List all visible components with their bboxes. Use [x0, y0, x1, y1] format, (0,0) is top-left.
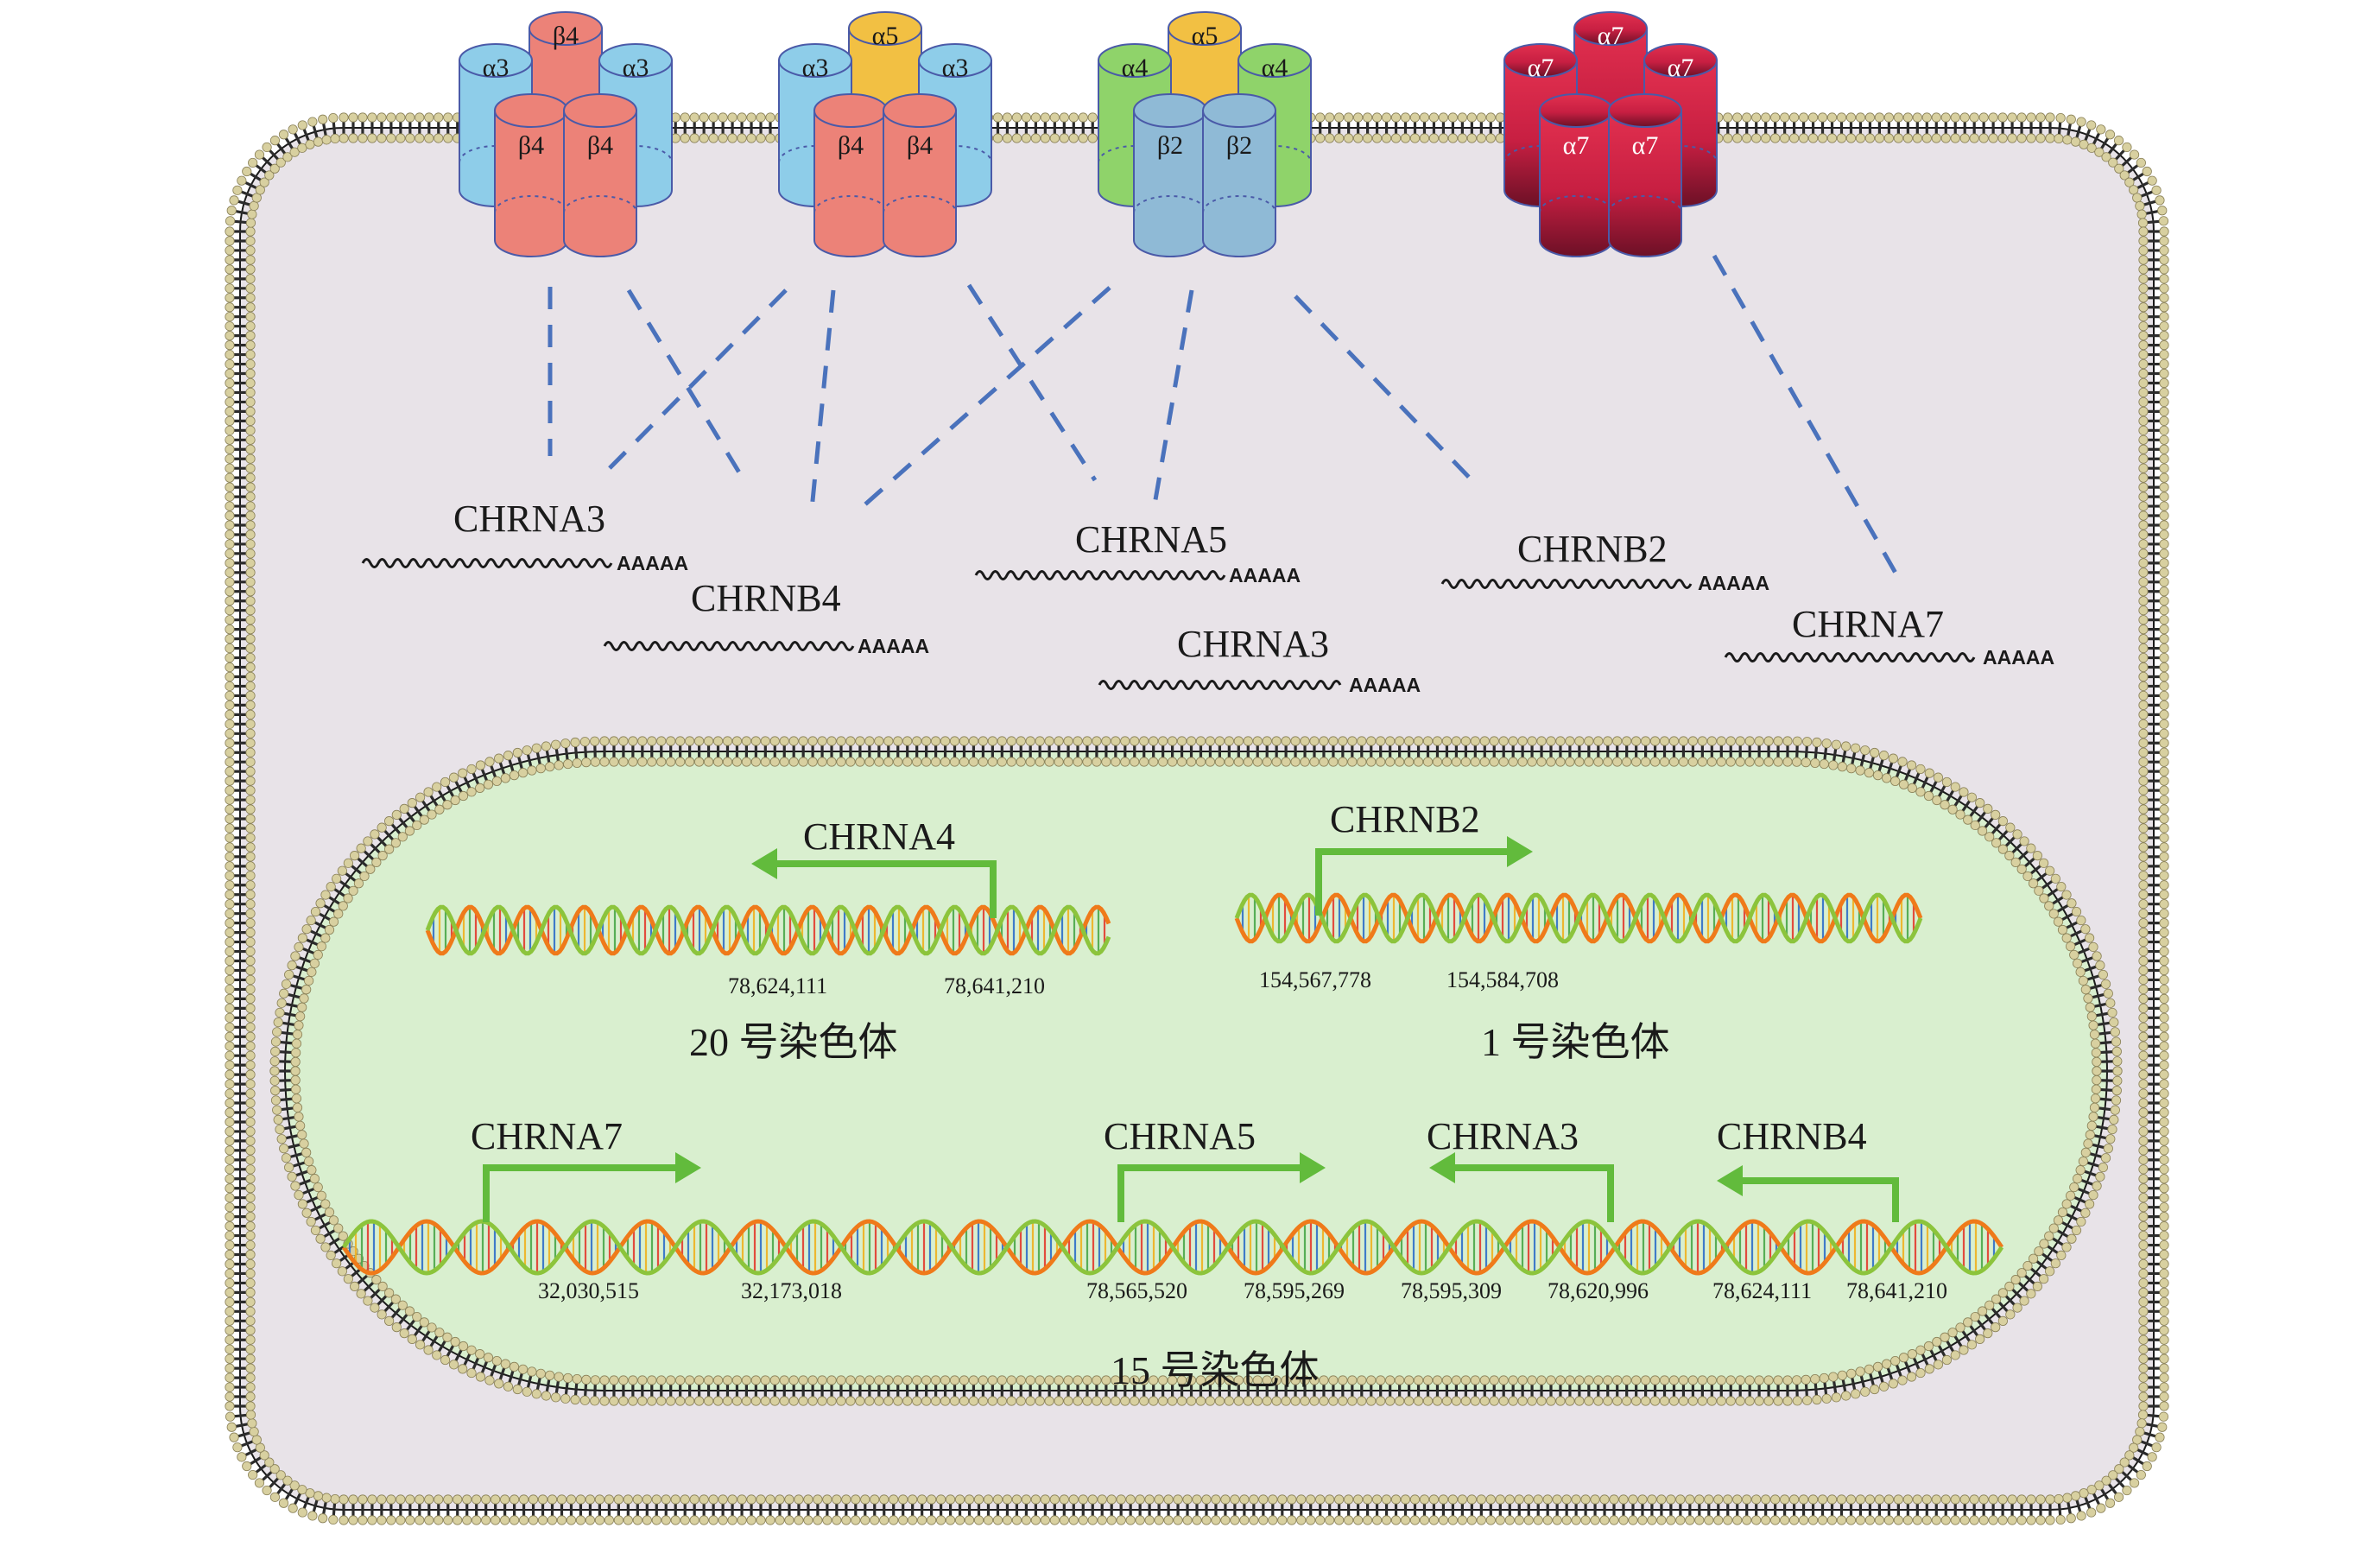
gene-arrow-chrnb2 [1315, 836, 1533, 916]
receptor-4-subunit-1-label: α7 [1598, 22, 1624, 50]
coord-chrna3-start: 78,595,309 [1401, 1278, 1502, 1303]
mrna-chrnb2-label: CHRNB2 [1517, 528, 1668, 570]
gene-arrow-chrnb4 [1717, 1165, 1899, 1222]
gene-label-chrna5: CHRNA5 [1104, 1115, 1256, 1157]
receptor-4-subunit-5-label: α7 [1632, 131, 1659, 160]
receptor-2-subunit-2-label: α3 [802, 54, 829, 82]
gene-label-chrnb4: CHRNB4 [1717, 1115, 1867, 1157]
mrna-chrnb4-strand [603, 641, 855, 651]
receptor-3-subunit-5: β2 [1202, 93, 1276, 257]
mrna-chrna3-b-strand [1098, 680, 1342, 690]
mrna-chrna3-a: CHRNA3 AAAAA [361, 498, 688, 574]
receptor-3-subunit-4-label: β2 [1157, 131, 1183, 160]
mrna-chrnb4: CHRNB4 AAAAA [603, 577, 929, 657]
coord-chrna3-end: 78,620,996 [1548, 1278, 1649, 1303]
coord-chrna4-end: 78,641,210 [944, 973, 1045, 998]
receptor-4-subunit-2-label: α7 [1528, 54, 1554, 82]
receptor-4: α7 α7 α7 α7 α7 [1503, 11, 1718, 257]
mrna-chrna3-b-label: CHRNA3 [1177, 623, 1329, 665]
receptor-2-subunit-4-label: β4 [838, 131, 864, 160]
gene-arrow-chrna4 [751, 848, 997, 918]
receptor-3-subunit-4: β2 [1133, 93, 1207, 257]
mrna-chrna5-label: CHRNA5 [1075, 518, 1227, 561]
receptor-4-subunit-3-label: α7 [1668, 54, 1694, 82]
coord-chrna7-end: 32,173,018 [741, 1278, 842, 1303]
mrna-chrna7-label: CHRNA7 [1792, 603, 1944, 645]
coord-chrnb4-end: 78,641,210 [1846, 1278, 1947, 1303]
chromosome-1-label: 1 号染色体 [1481, 1020, 1670, 1064]
receptor-4-subunit-4-label: α7 [1563, 131, 1590, 160]
mrna-chrna3-b-polya: AAAAA [1349, 674, 1421, 696]
receptor-2-subunit-4: β4 [813, 93, 888, 257]
receptor-2-subunit-3-label: α3 [942, 54, 969, 82]
gene-arrow-chrna5 [1117, 1152, 1326, 1222]
gene-arrow-chrna7 [483, 1152, 701, 1222]
receptor-2-subunit-1-label: α5 [872, 22, 899, 50]
dna-chromosome-1 [1234, 892, 1923, 944]
coord-chrnb4-start: 78,624,111 [1712, 1278, 1812, 1303]
receptor-2: α5 α3 α3 β4 β4 [778, 11, 992, 257]
mrna-chrna5-strand [974, 570, 1226, 580]
mrna-chrna5: CHRNA5 AAAAA [974, 518, 1301, 586]
receptor-1-subunit-2-label: α3 [483, 54, 510, 82]
gene-labels: CHRNA4 CHRNB2 CHRNA7 CHRNA5 CHRNA3 CHRNB… [471, 798, 1867, 1157]
coord-chrna5-start: 78,565,520 [1086, 1278, 1187, 1303]
mrna-chrna7: CHRNA7 AAAAA [1724, 603, 2054, 669]
mrna-chrna7-strand [1724, 652, 1976, 662]
receptor-1-subunit-4-label: β4 [518, 131, 544, 160]
receptor-1-subunit-3-label: α3 [623, 54, 649, 82]
receptor-4-subunit-5: α7 [1608, 93, 1682, 257]
mrna-group: CHRNA3 AAAAA CHRNB4 AAAAA CHRNA5 AAAAA C… [361, 498, 2054, 696]
gene-coordinates: 78,624,111 78,641,210 154,567,778 154,58… [538, 967, 1947, 1303]
receptor-1-subunit-5-label: β4 [587, 131, 613, 160]
nuclear-membrane-lipids [269, 736, 2123, 1406]
coord-chrna7-start: 32,030,515 [538, 1278, 639, 1303]
gene-label-chrna7: CHRNA7 [471, 1115, 623, 1157]
receptor-1: β4 α3 α3 β4 β4 [459, 11, 673, 257]
gene-arrows [483, 836, 1899, 1222]
mrna-chrna5-polya: AAAAA [1229, 564, 1301, 586]
coord-chrnb2-start: 154,567,778 [1259, 967, 1371, 992]
receptor-4-subunit-4: α7 [1539, 93, 1613, 257]
receptor-1-subunit-5: β4 [563, 93, 637, 257]
dna-chromosome-15 [341, 1219, 2004, 1276]
receptors-group: β4 α3 α3 β4 β4 α5 α3 α3 β4 β4 α5 α4 α4 β2 β2 α7 α7 α7 α7 α7 [459, 11, 1718, 257]
mrna-chrna3-a-polya: AAAAA [617, 552, 688, 574]
mrna-chrnb2: CHRNB2 AAAAA [1440, 528, 1769, 594]
mrna-chrnb4-label: CHRNB4 [691, 577, 841, 619]
mrna-chrna3-a-strand [361, 558, 613, 568]
receptor-mrna-links [548, 254, 1902, 582]
receptor-3-subunit-5-label: β2 [1226, 131, 1252, 160]
mrna-chrna3-b: CHRNA3 AAAAA [1098, 623, 1421, 696]
receptor-3: α5 α4 α4 β2 β2 [1098, 11, 1312, 257]
receptor-3-subunit-2-label: α4 [1122, 54, 1149, 82]
chromosome-labels: 20 号染色体 1 号染色体 15 号染色体 [689, 1020, 1670, 1392]
chromosome-20-label: 20 号染色体 [689, 1020, 898, 1064]
coord-chrna4-start: 78,624,111 [728, 973, 827, 998]
chromosome-15-label: 15 号染色体 [1111, 1348, 1320, 1392]
receptor-1-subunit-4: β4 [494, 93, 568, 257]
dna-chromosome-20 [425, 904, 1111, 956]
receptor-1-subunit-1-label: β4 [553, 22, 579, 50]
receptor-3-subunit-3-label: α4 [1262, 54, 1288, 82]
mrna-chrnb2-strand [1440, 579, 1693, 589]
mrna-chrnb4-polya: AAAAA [858, 635, 929, 657]
gene-label-chrna3: CHRNA3 [1427, 1115, 1579, 1157]
receptor-2-subunit-5: β4 [883, 93, 957, 257]
receptor-3-subunit-1-label: α5 [1192, 22, 1218, 50]
gene-label-chrna4: CHRNA4 [803, 815, 955, 858]
coord-chrnb2-end: 154,584,708 [1446, 967, 1559, 992]
coord-chrna5-end: 78,595,269 [1244, 1278, 1345, 1303]
mrna-chrna3-a-label: CHRNA3 [453, 498, 605, 540]
gene-label-chrnb2: CHRNB2 [1330, 798, 1480, 840]
mrna-chrna7-polya: AAAAA [1983, 646, 2054, 669]
mrna-chrnb2-polya: AAAAA [1698, 572, 1769, 594]
dna-group [341, 892, 2004, 1276]
receptor-2-subunit-5-label: β4 [907, 131, 933, 160]
gene-arrow-chrna3 [1429, 1152, 1614, 1222]
